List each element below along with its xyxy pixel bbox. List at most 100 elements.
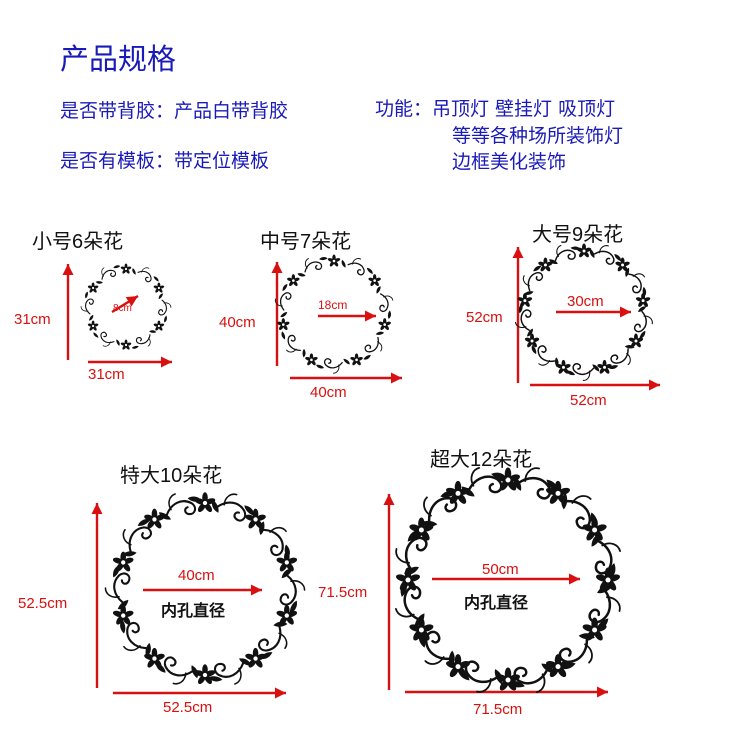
leaf-motif [113,264,121,270]
swirl-motif [134,331,156,351]
swirl-motif [115,516,155,557]
swirl-motif [633,310,655,335]
flower-motif [377,318,392,331]
leaf-motif [341,259,346,268]
swirl-motif [363,334,387,359]
swirl-motif [299,254,324,276]
swirl-motif [323,358,343,374]
flower-motif [327,254,341,268]
swirl-motif [104,572,131,604]
leaf-motif [211,499,219,513]
product-xxlarge-height-arrow [383,494,395,690]
flower-motif [153,320,165,332]
swirl-motif [158,299,172,316]
product-xxlarge-hole-label: 内孔直径 [464,595,529,612]
adhesive-spec: 是否带背胶：产品白带背胶 [60,100,289,122]
product-xlarge-inner: 40cm [178,567,215,584]
swirl-motif [96,330,117,350]
leaf-motif [366,266,374,276]
function-spec-line3: 边框美化装饰 [452,151,567,173]
product-xlarge-title: 特大10朵花 [120,465,223,487]
leaf-motif [93,331,99,339]
product-xlarge-width: 52.5cm [163,699,213,716]
swirl-motif [345,254,370,277]
product-medium-width-arrow [290,372,402,384]
leaf-motif [343,357,351,366]
leaf-motif [191,665,199,679]
product-xlarge-height-arrow [91,503,103,688]
leaf-motif [162,315,169,323]
swirl-motif [80,298,94,315]
product-large-height: 52cm [466,309,503,326]
product-medium-width: 40cm [310,384,347,401]
leaf-motif [374,285,383,294]
product-large-height-arrow [512,247,524,383]
product-xlarge-hole-label: 内孔直径 [161,603,226,620]
product-small-inner-arrow [111,294,139,314]
leaf-motif [385,310,394,320]
flower-motif [517,293,533,308]
product-xxlarge-height: 71.5cm [318,584,368,601]
flower-motif [120,263,132,275]
leaf-motif [157,293,165,300]
product-small-title: 小号6朵花 [32,231,124,253]
page-title: 产品规格 [60,42,177,76]
swirl-motif [376,290,396,313]
leaf-motif [280,331,286,340]
leaf-motif [597,585,613,594]
product-medium-title: 中号7朵花 [260,231,352,253]
product-medium-height-arrow [271,262,283,366]
leaf-motif [132,268,136,275]
flower-motif [153,282,165,294]
leaf-motif [319,255,328,262]
product-large-inner: 30cm [567,293,604,310]
product-xlarge-width-arrow [113,687,286,699]
product-small-inner: 8cm [113,303,132,314]
product-large-width: 52cm [570,392,607,409]
product-small-width: 31cm [88,366,125,383]
swirl-motif [279,574,306,606]
leaf-motif [315,362,325,371]
flower-motif [87,320,99,332]
product-xxlarge-width: 71.5cm [473,701,523,718]
product-small-width-arrow [88,356,172,368]
product-medium-height: 40cm [219,314,256,331]
function-spec-line2: 等等各种场所装饰灯 [452,125,624,147]
function-spec-line1: 功能：吊顶灯 壁挂灯 吸顶灯 [375,98,616,120]
leaf-motif [614,252,622,263]
product-xlarge-inner-arrow [143,584,262,596]
leaf-motif [116,339,120,346]
flower-motif [120,339,132,351]
flower-motif [304,353,319,367]
leaf-motif [532,265,543,272]
template-spec: 是否有模板：带定位模板 [60,150,270,172]
product-medium-inner: 18cm [318,298,348,312]
product-medium-ornament [272,254,396,374]
product-xxlarge-width-arrow [405,686,608,698]
leaf-motif [131,344,139,350]
leaf-motif [83,291,90,299]
flower-motif [286,274,301,287]
leaf-motif [153,275,159,283]
product-large-inner-arrow [556,306,631,318]
flower-motif [87,282,99,294]
product-xxlarge-inner: 50cm [482,561,519,578]
product-xxlarge-title: 超大12朵花 [430,449,533,471]
swirl-motif [96,263,118,283]
product-xlarge-height: 52.5cm [18,595,68,612]
swirl-motif [135,264,156,284]
product-xxlarge-inner-arrow [432,573,580,585]
product-medium-inner-arrow [318,310,376,322]
flower-motif [635,293,651,308]
leaf-motif [494,669,503,685]
dimension-arrows [62,247,660,699]
flower-motif [349,353,364,367]
flower-motif [596,359,613,375]
leaf-motif [87,314,95,321]
leaf-motif [589,248,595,258]
swirl-motif [518,266,545,294]
flower-motif [367,274,382,287]
swirl-motif [512,308,535,334]
product-small-height-arrow [62,264,74,360]
